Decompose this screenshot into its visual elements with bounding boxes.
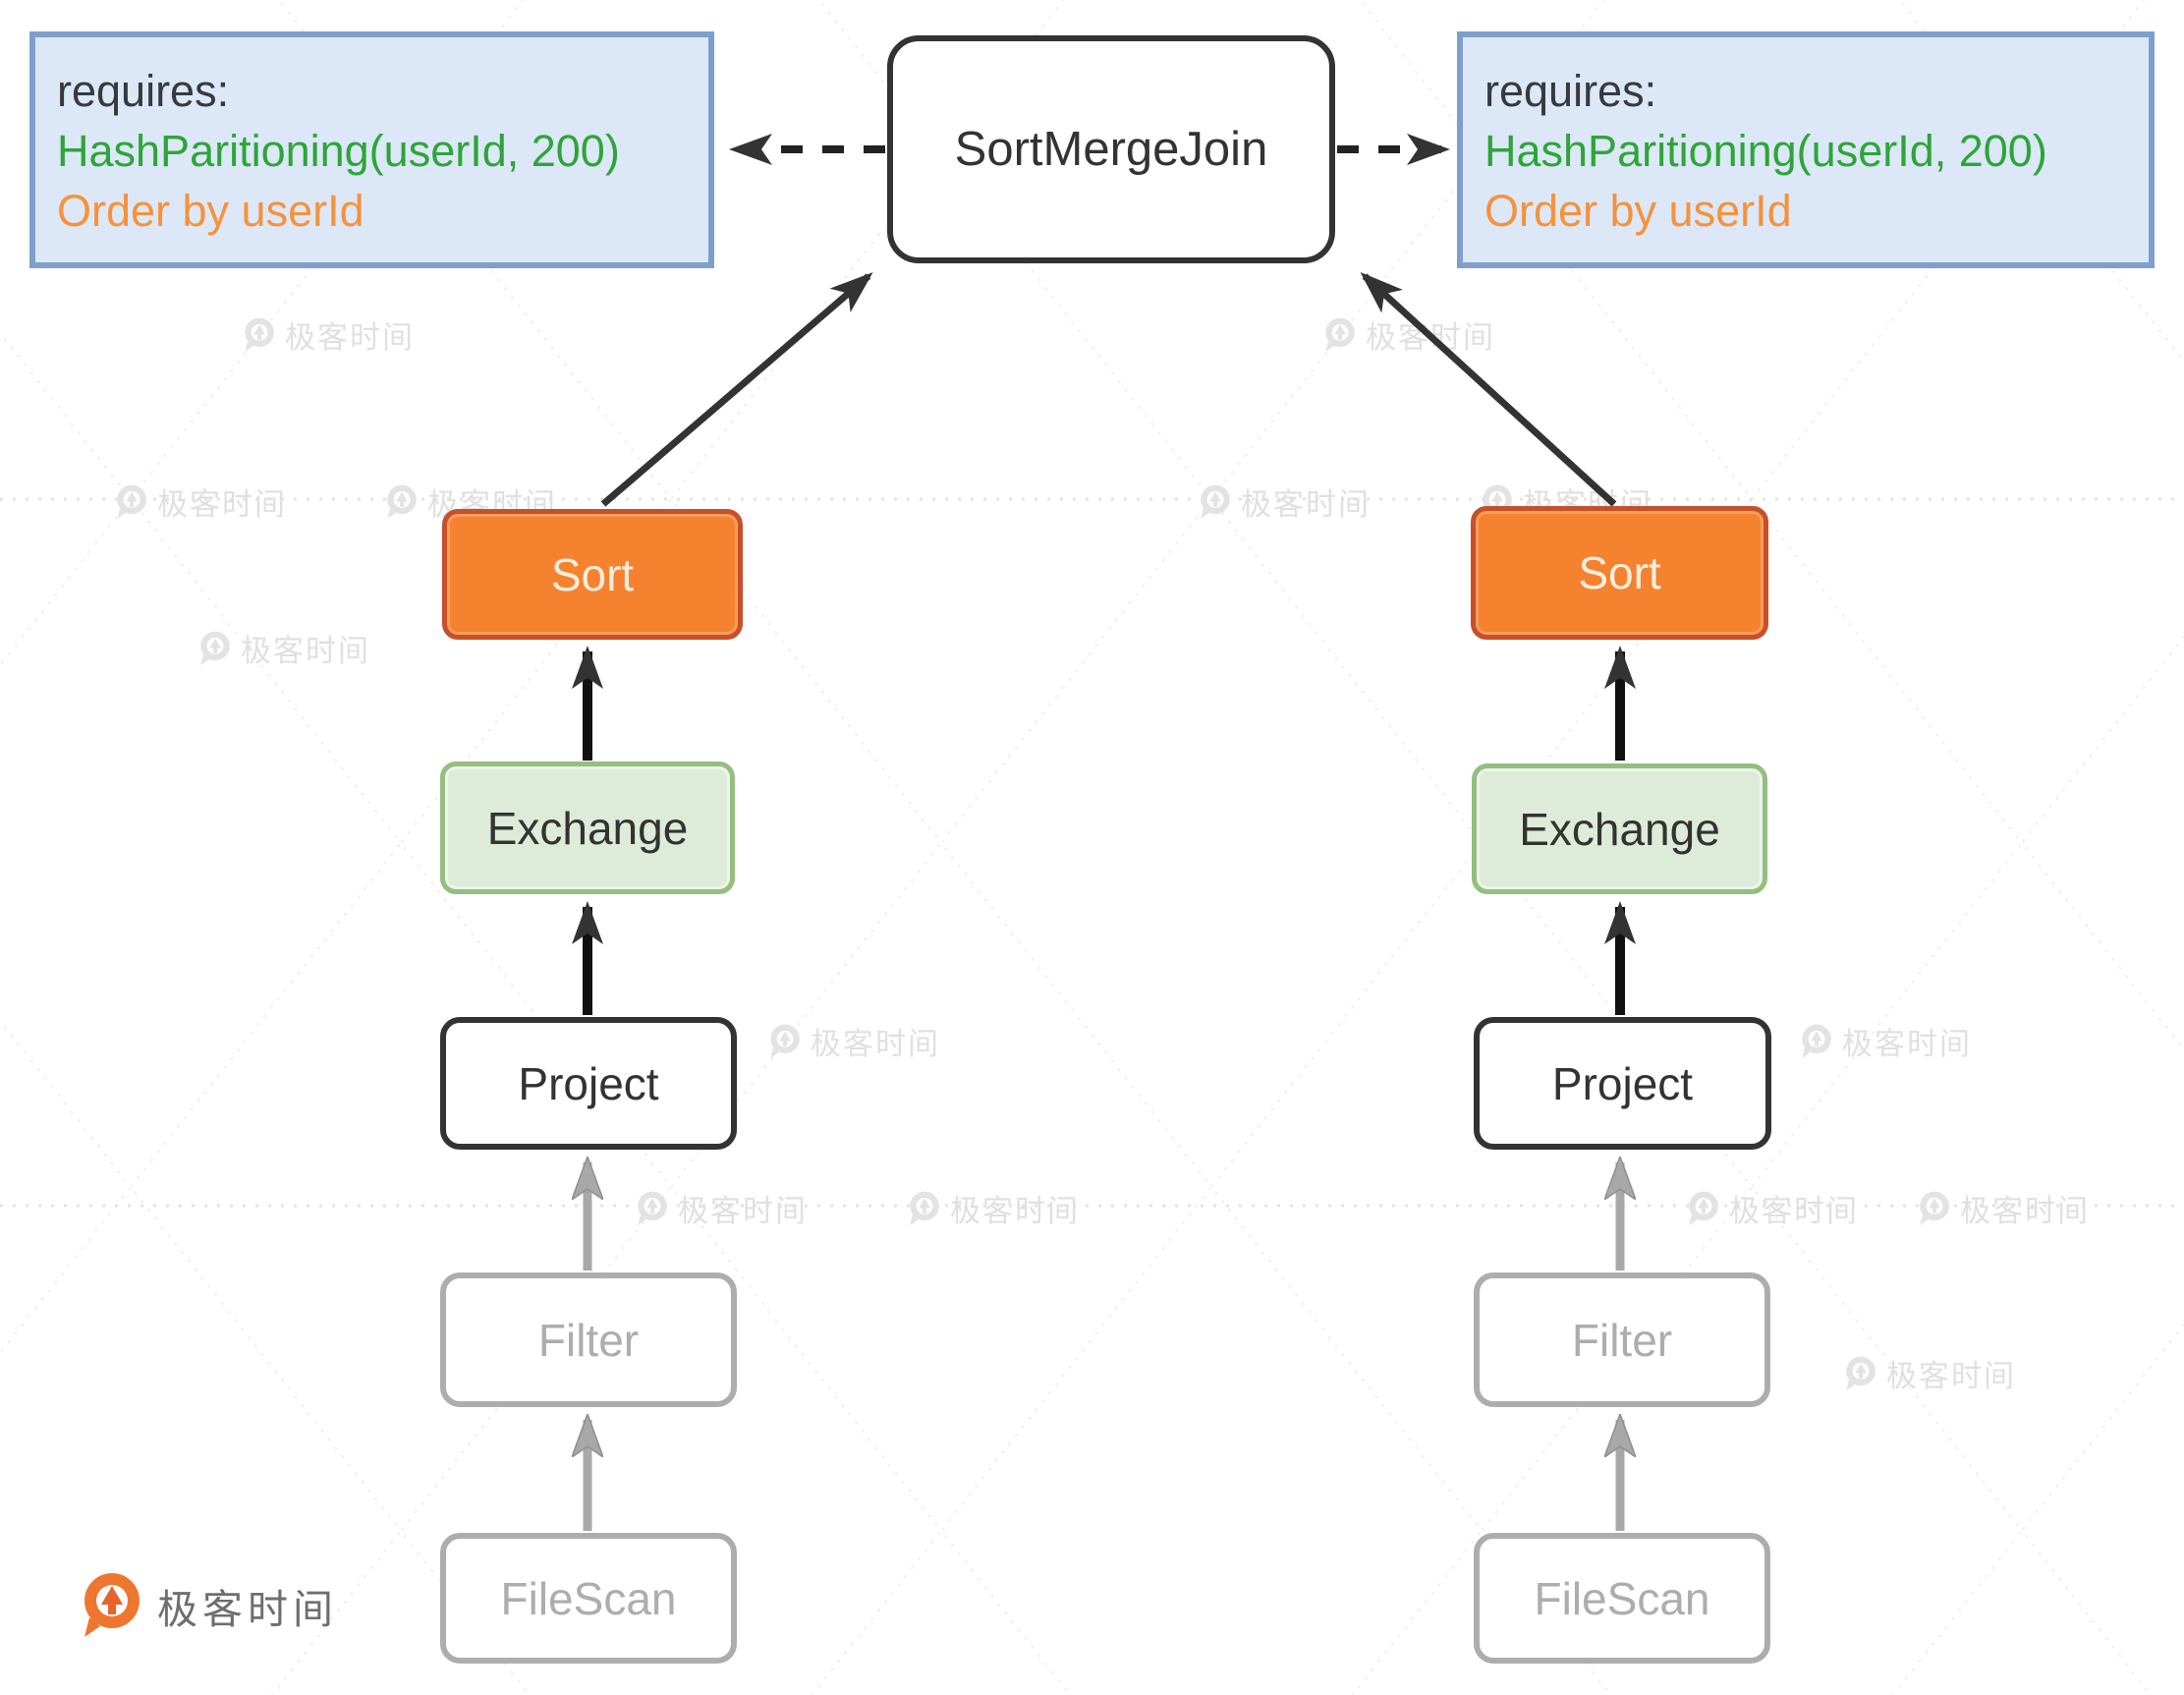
watermark: 极客时间 — [906, 1186, 1080, 1230]
watermark-icon — [1325, 317, 1355, 352]
node-filescan-right: FileScan — [1474, 1533, 1770, 1664]
requirement-partition: HashParitioning(userId, 200) — [1484, 126, 2047, 176]
watermark: 极客时间 — [634, 1186, 808, 1230]
node-project-left: Project — [440, 1017, 737, 1150]
watermark-icon — [1201, 484, 1230, 519]
watermark-text: 极客时间 — [1241, 487, 1371, 522]
node-project-right: Project — [1474, 1017, 1771, 1150]
requirement-box-left: requires: HashParitioning(userId, 200) O… — [29, 31, 714, 268]
node-filescan-left: FileScan — [440, 1533, 737, 1664]
watermark-text: 极客时间 — [678, 1194, 808, 1228]
watermark: 极客时间 — [1798, 1019, 1972, 1063]
watermark-icon — [200, 631, 230, 665]
watermark-icon — [638, 1191, 667, 1225]
arrow-right-sort-to-join — [1360, 271, 1617, 507]
geektime-logo-text: 极客时间 — [157, 1587, 338, 1632]
watermark-icon — [1846, 1356, 1876, 1390]
watermark-text: 极客时间 — [157, 487, 287, 522]
watermark: 极客时间 — [1916, 1186, 2090, 1230]
watermark-icon — [117, 484, 146, 519]
geektime-logo: 极客时间 — [77, 1570, 338, 1641]
requirement-order: Order by userId — [57, 186, 364, 236]
watermark-icon — [910, 1191, 939, 1225]
watermark-text: 极客时间 — [285, 320, 415, 355]
requirement-order: Order by userId — [1484, 186, 1792, 236]
watermark-text: 极客时间 — [1886, 1359, 2016, 1393]
watermark: 极客时间 — [1842, 1351, 2016, 1395]
node-sortmergejoin: SortMergeJoin — [887, 35, 1335, 263]
watermark: 极客时间 — [196, 626, 370, 670]
watermark: 极客时间 — [113, 480, 287, 524]
node-sort-left: Sort — [442, 509, 743, 640]
watermark: 极客时间 — [1685, 1186, 1859, 1230]
watermark-text: 极客时间 — [241, 634, 370, 668]
watermark-text: 极客时间 — [1842, 1027, 1972, 1061]
watermark-icon — [1689, 1191, 1718, 1225]
node-filter-right: Filter — [1474, 1272, 1770, 1407]
geektime-logo-icon — [84, 1573, 140, 1637]
watermark-icon — [387, 484, 417, 519]
watermark-icon — [770, 1024, 800, 1058]
watermark-text: 极客时间 — [1729, 1194, 1859, 1228]
watermark: 极客时间 — [1197, 480, 1371, 524]
node-exchange-left: Exchange — [440, 762, 735, 894]
watermark-text: 极客时间 — [950, 1194, 1080, 1228]
watermark-text: 极客时间 — [811, 1027, 940, 1061]
watermark: 极客时间 — [766, 1019, 940, 1063]
watermark: 极客时间 — [241, 312, 415, 357]
arrow-left-sort-to-join — [600, 272, 873, 507]
requirement-box-right: requires: HashParitioning(userId, 200) O… — [1457, 31, 2155, 268]
requirement-title: requires: — [1484, 66, 1657, 116]
requirement-partition: HashParitioning(userId, 200) — [57, 126, 620, 176]
node-exchange-right: Exchange — [1472, 763, 1767, 894]
node-filter-left: Filter — [440, 1272, 737, 1407]
watermark-icon — [1920, 1191, 1949, 1225]
watermark: 极客时间 — [1321, 312, 1495, 357]
watermark-icon — [245, 317, 274, 352]
watermark-icon — [1802, 1024, 1831, 1058]
node-sort-right: Sort — [1471, 506, 1768, 640]
watermark-text: 极客时间 — [1960, 1194, 2090, 1228]
requirement-title: requires: — [57, 66, 230, 116]
